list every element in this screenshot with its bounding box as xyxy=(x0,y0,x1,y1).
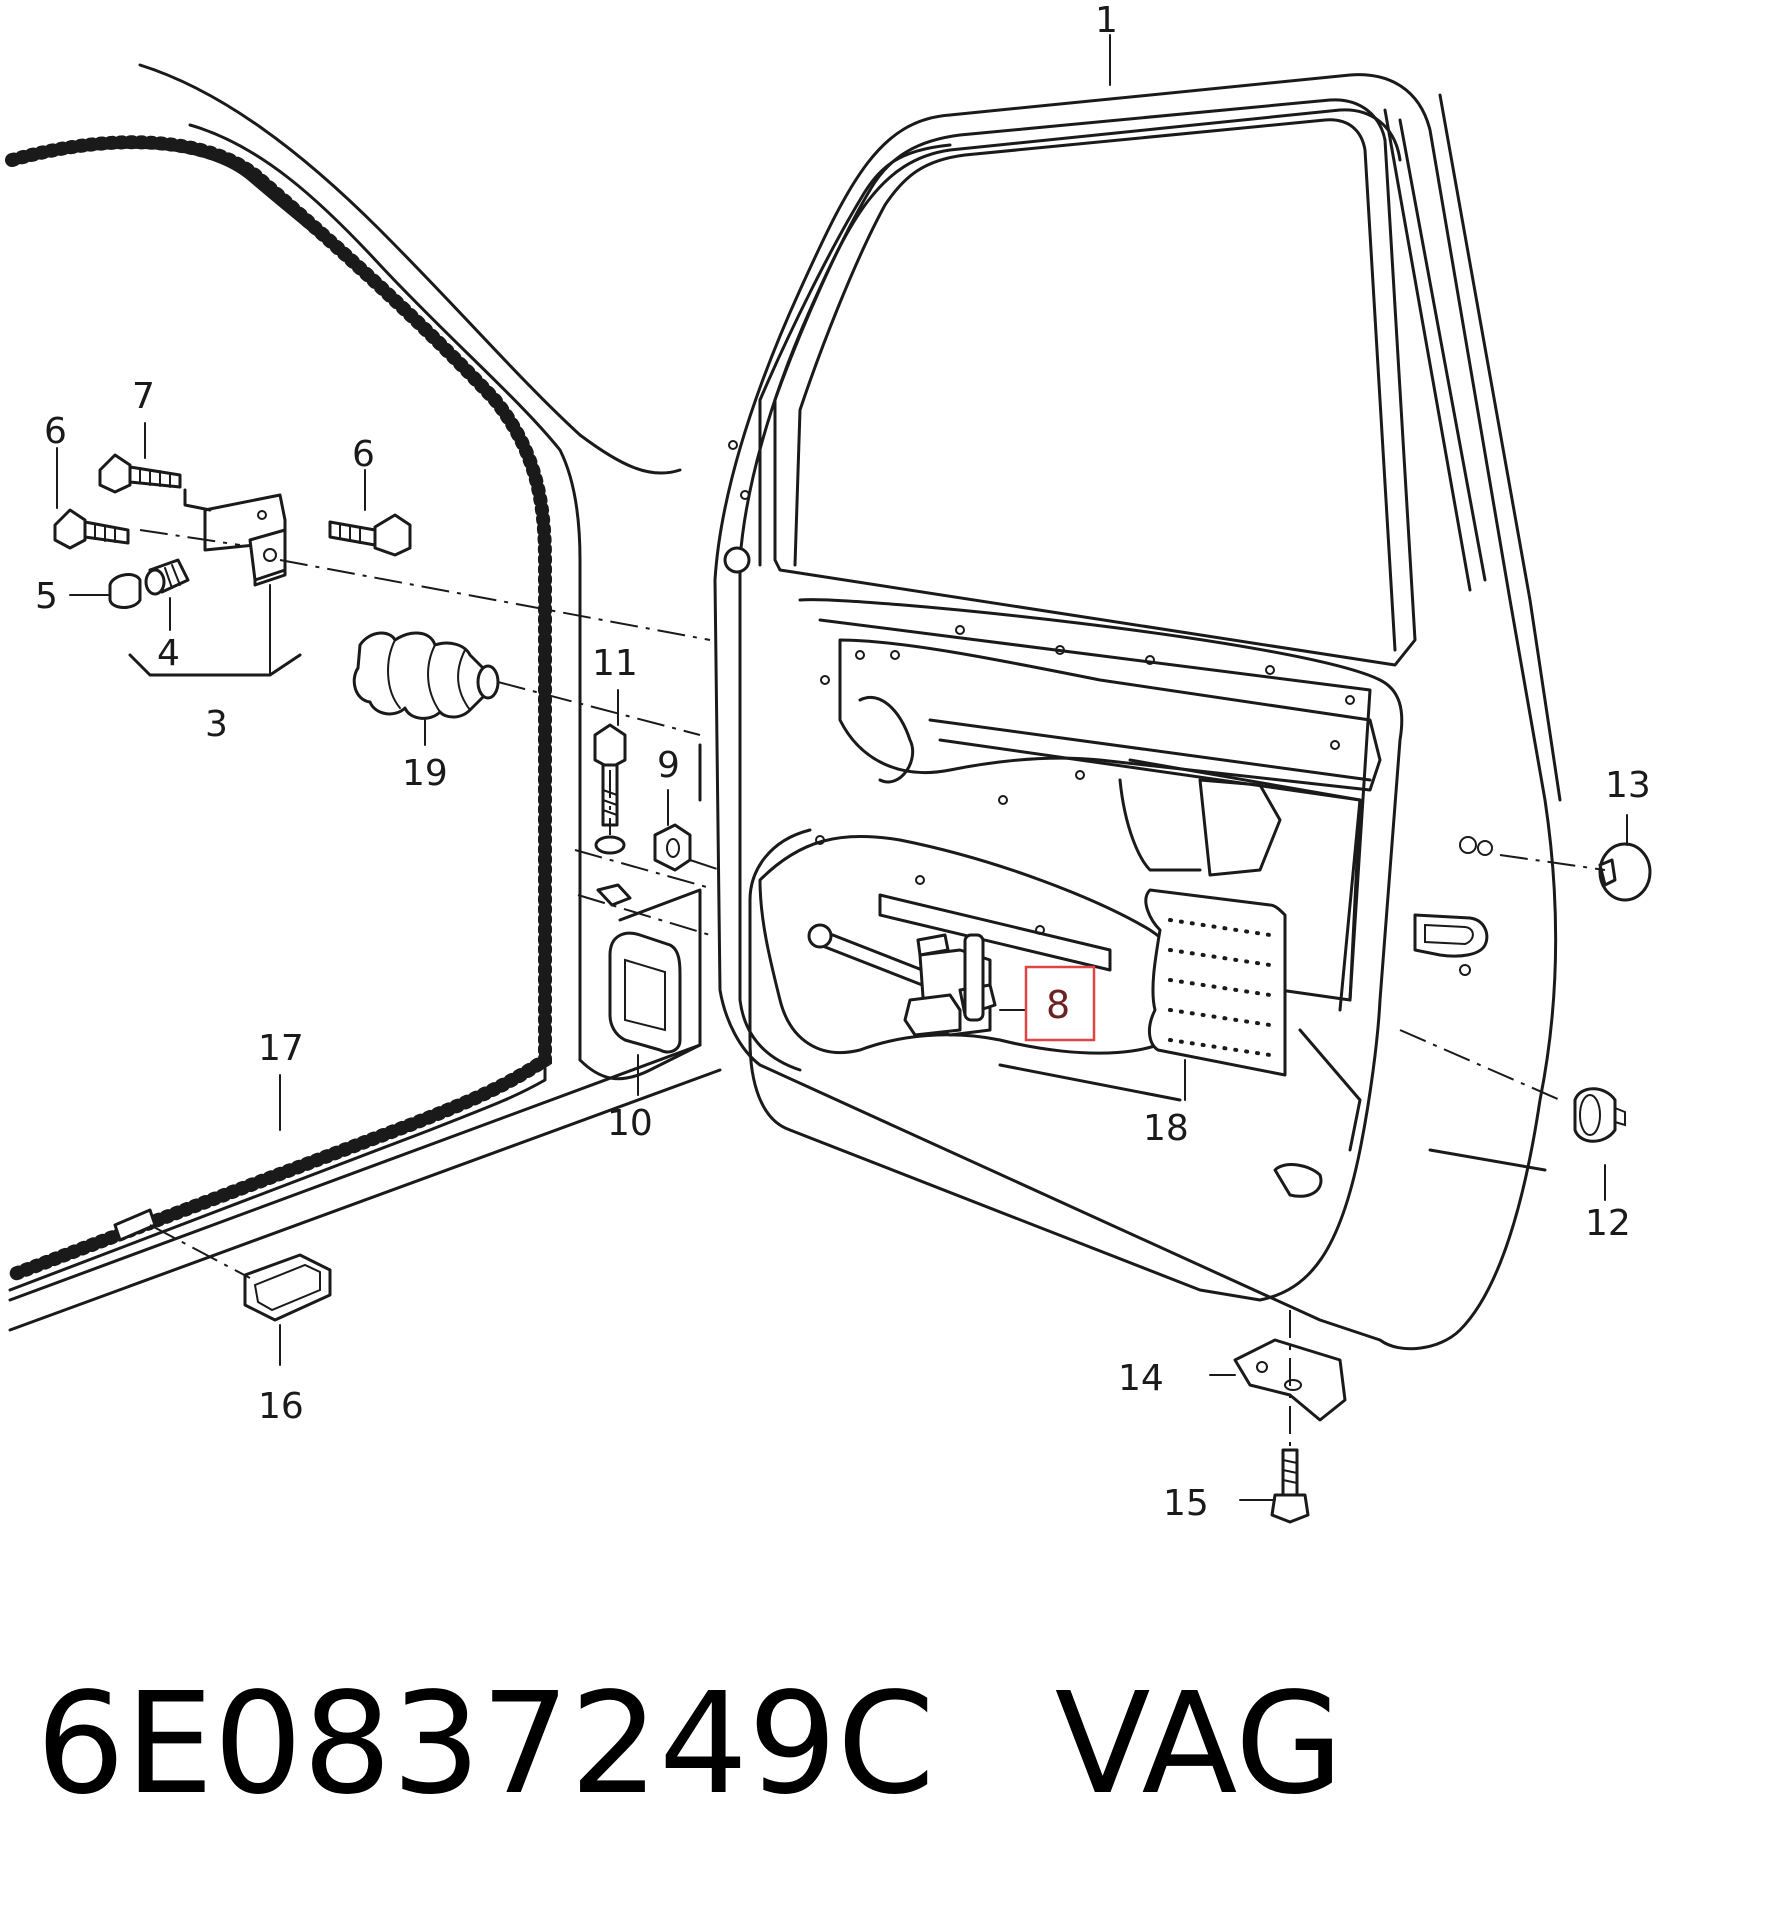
callout-9: 9 xyxy=(657,745,680,786)
grommet-10 xyxy=(608,931,682,1054)
brand-name: VAG xyxy=(1054,1663,1344,1826)
insulation-pad-18 xyxy=(1144,888,1287,1077)
callout-14: 14 xyxy=(1118,1358,1164,1399)
callout-1: 1 xyxy=(1095,0,1118,41)
callout-6-left: 6 xyxy=(44,411,67,452)
part-number: 6E0837249C xyxy=(36,1663,935,1826)
cover-cap-16 xyxy=(113,1208,332,1322)
callout-19: 19 xyxy=(402,753,448,794)
callout-5: 5 xyxy=(35,576,58,617)
hinge-assembly xyxy=(53,453,412,677)
callout-3: 3 xyxy=(205,704,228,745)
callout-6-right: 6 xyxy=(352,434,375,475)
callout-11: 11 xyxy=(592,643,638,684)
highlight-box xyxy=(1024,965,1096,1042)
callout-12: 12 xyxy=(1585,1203,1631,1244)
car-body-door-opening xyxy=(5,63,722,1332)
callout-10: 10 xyxy=(607,1103,653,1144)
plug-13 xyxy=(1477,840,1652,902)
plug-12 xyxy=(1573,1087,1626,1143)
door-holes xyxy=(728,440,1477,976)
callout-13: 13 xyxy=(1605,765,1651,806)
door-shell xyxy=(713,73,1562,1351)
leader-lines xyxy=(56,34,1628,1501)
bump-stop-19 xyxy=(352,631,500,720)
callout-17: 17 xyxy=(258,1028,304,1069)
callout-7: 7 xyxy=(132,376,155,417)
callout-labels: 1 7 6 6 5 4 3 19 11 9 10 8 18 13 12 14 1… xyxy=(35,0,1651,1524)
bolt-washer-nut xyxy=(593,723,692,907)
callout-16: 16 xyxy=(258,1386,304,1427)
callout-8: 8 xyxy=(1046,983,1070,1027)
callout-15: 15 xyxy=(1163,1483,1209,1524)
callout-4: 4 xyxy=(157,633,180,674)
callout-18: 18 xyxy=(1143,1108,1189,1149)
part-number-caption: 6E0837249C VAG xyxy=(36,1665,1736,1825)
door-check-strap-8 xyxy=(807,923,997,1037)
